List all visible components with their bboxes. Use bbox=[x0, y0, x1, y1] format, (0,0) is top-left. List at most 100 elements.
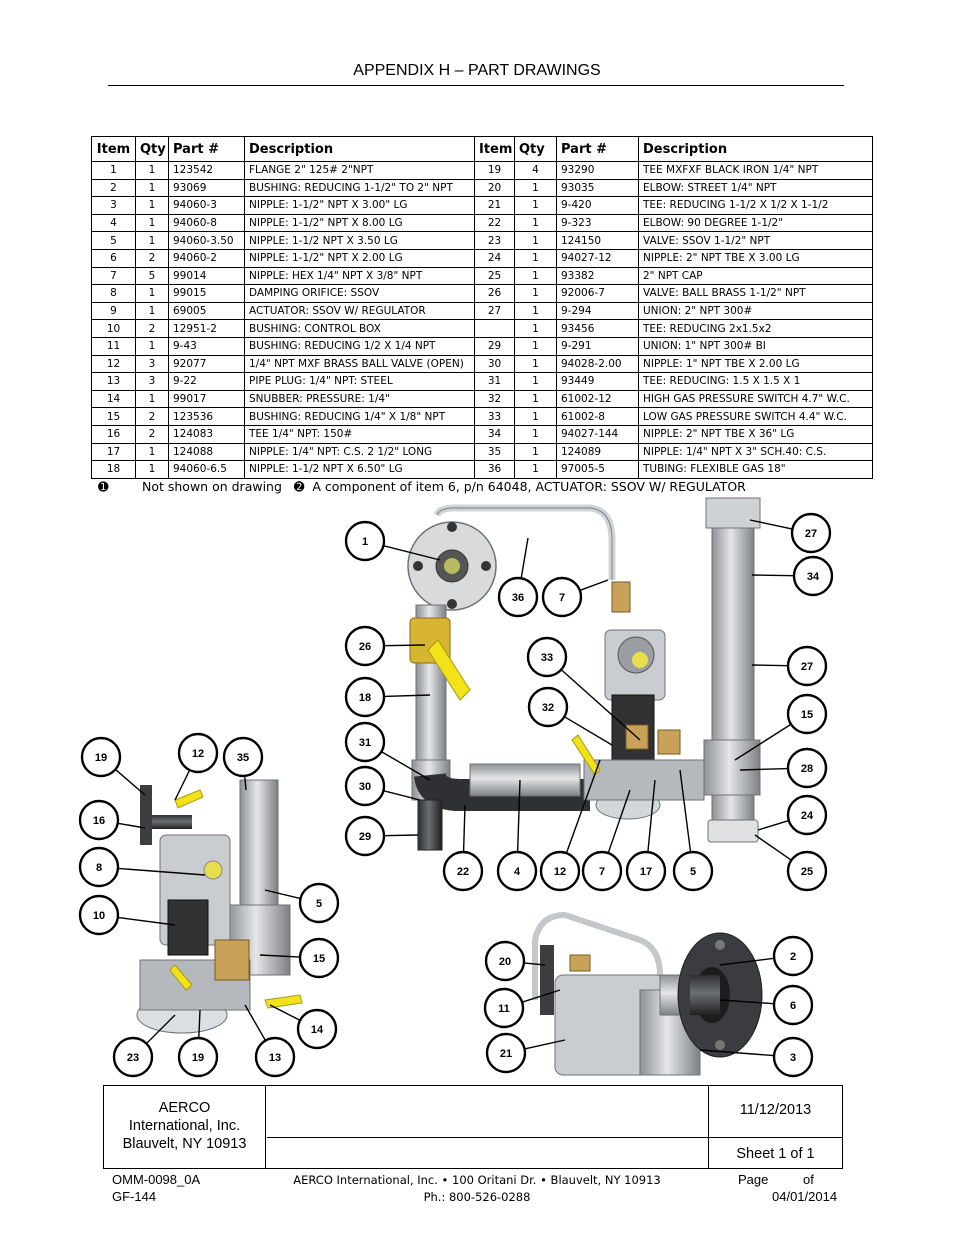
callout-balloon bbox=[786, 645, 828, 687]
callout-number: 11 bbox=[498, 1003, 510, 1015]
table-cell: 18 bbox=[91, 460, 136, 479]
callout-balloon bbox=[78, 846, 120, 888]
table-cell: 10 bbox=[91, 319, 136, 338]
callout-balloon bbox=[786, 747, 828, 789]
table-cell: VALVE: SSOV 1-1/2" NPT bbox=[638, 231, 873, 250]
table-cell: 123542 bbox=[168, 161, 245, 180]
main-assembly-drawing bbox=[407, 497, 761, 851]
table-cell: 24 bbox=[474, 248, 515, 268]
callout-leader bbox=[751, 574, 795, 577]
callout-balloon bbox=[78, 894, 120, 936]
callout-number: 1 bbox=[362, 536, 368, 548]
column-header: Item bbox=[91, 136, 136, 162]
callout-leader bbox=[462, 804, 466, 853]
callout-balloon bbox=[298, 882, 340, 924]
table-cell: 94027-144 bbox=[556, 424, 639, 444]
table-cell: 69005 bbox=[168, 301, 245, 321]
table-cell: 23 bbox=[474, 231, 515, 250]
table-cell: 92077 bbox=[168, 354, 245, 374]
title-block-date: 11/12/2013 bbox=[709, 1086, 842, 1138]
doc-number: OMM-0098_0A bbox=[112, 1172, 201, 1187]
table-cell: ELBOW: 90 DEGREE 1-1/2" bbox=[638, 213, 873, 233]
table-cell: 30 bbox=[474, 354, 515, 374]
callout-number: 27 bbox=[805, 528, 817, 540]
page-title: APPENDIX H – PART DRAWINGS bbox=[353, 62, 601, 79]
callout-balloon bbox=[483, 987, 525, 1029]
callout-number: 12 bbox=[192, 748, 204, 760]
table-cell: TUBING: FLEXIBLE GAS 18" bbox=[638, 460, 873, 479]
callout-leader bbox=[117, 916, 176, 926]
footnote-mark-2: ➋ bbox=[293, 479, 305, 494]
bottom-detail-drawing bbox=[532, 911, 763, 1076]
callout-number: 28 bbox=[801, 763, 813, 775]
callout-number: 5 bbox=[690, 866, 696, 878]
callout-leader bbox=[524, 1039, 566, 1050]
callout-number: 17 bbox=[640, 866, 652, 878]
callout-leader bbox=[520, 537, 529, 579]
footer-phone: Ph.: 800-526-0288 bbox=[423, 1190, 531, 1204]
callout-leader bbox=[757, 819, 790, 831]
callout-leader bbox=[754, 834, 792, 861]
callout-leader bbox=[751, 664, 789, 667]
table-cell: NIPPLE: 2" NPT TBE X 36" LG bbox=[638, 424, 873, 444]
callout-balloon bbox=[344, 721, 386, 763]
callout-leader bbox=[244, 1004, 267, 1041]
table-cell: ELBOW: STREET 1/4" NPT bbox=[638, 178, 873, 198]
callout-balloon bbox=[786, 794, 828, 836]
column-header: Qty bbox=[514, 136, 557, 162]
callout-balloon bbox=[222, 736, 264, 778]
callout-balloon bbox=[177, 1036, 219, 1078]
table-cell: 124083 bbox=[168, 424, 245, 444]
callout-number: 35 bbox=[237, 752, 249, 764]
callout-leader bbox=[739, 767, 789, 771]
callout-balloon bbox=[80, 736, 122, 778]
table-cell: 123536 bbox=[168, 407, 245, 426]
callout-balloon bbox=[112, 1036, 154, 1078]
company-name: AERCO bbox=[158, 1100, 211, 1116]
callout-leader bbox=[381, 750, 431, 781]
callout-balloon bbox=[344, 625, 386, 667]
column-header: Item bbox=[474, 136, 515, 162]
column-header: Part # bbox=[168, 136, 245, 162]
callout-number: 4 bbox=[514, 866, 521, 878]
callout-number: 36 bbox=[512, 592, 524, 604]
table-cell: 21 bbox=[474, 196, 515, 215]
callout-balloon bbox=[672, 850, 714, 892]
callout-balloon bbox=[541, 576, 583, 618]
callout-number: 21 bbox=[500, 1048, 512, 1060]
callout-balloon bbox=[527, 686, 569, 728]
table-cell: 94060-6.5 bbox=[168, 460, 245, 479]
callout-leader bbox=[516, 779, 521, 853]
left-detail-drawing bbox=[136, 779, 303, 1034]
table-cell: ACTUATOR: SSOV W/ REGULATOR bbox=[244, 301, 475, 321]
header-rule bbox=[108, 85, 844, 86]
callout-number: 8 bbox=[96, 862, 102, 874]
callout-balloon bbox=[177, 732, 219, 774]
callout-leader bbox=[647, 779, 656, 853]
column-header: Description bbox=[638, 136, 873, 162]
callout-leader bbox=[699, 1049, 775, 1057]
callout-balloon bbox=[344, 815, 386, 857]
callout-balloon bbox=[786, 693, 828, 735]
callout-leader bbox=[269, 1004, 301, 1021]
callout-number: 22 bbox=[457, 866, 469, 878]
callout-number: 15 bbox=[801, 709, 813, 721]
callout-leader bbox=[383, 694, 431, 698]
table-cell: 35 bbox=[474, 442, 515, 462]
callout-balloon bbox=[484, 940, 526, 982]
title-block: AERCO International, Inc. Blauvelt, NY 1… bbox=[103, 1085, 843, 1169]
footer-address: AERCO International, Inc. • 100 Oritani … bbox=[293, 1173, 661, 1187]
table-cell: 26 bbox=[474, 284, 515, 303]
callout-leader bbox=[198, 1009, 201, 1039]
table-cell: 9-294 bbox=[556, 301, 639, 321]
callout-balloon bbox=[581, 850, 623, 892]
